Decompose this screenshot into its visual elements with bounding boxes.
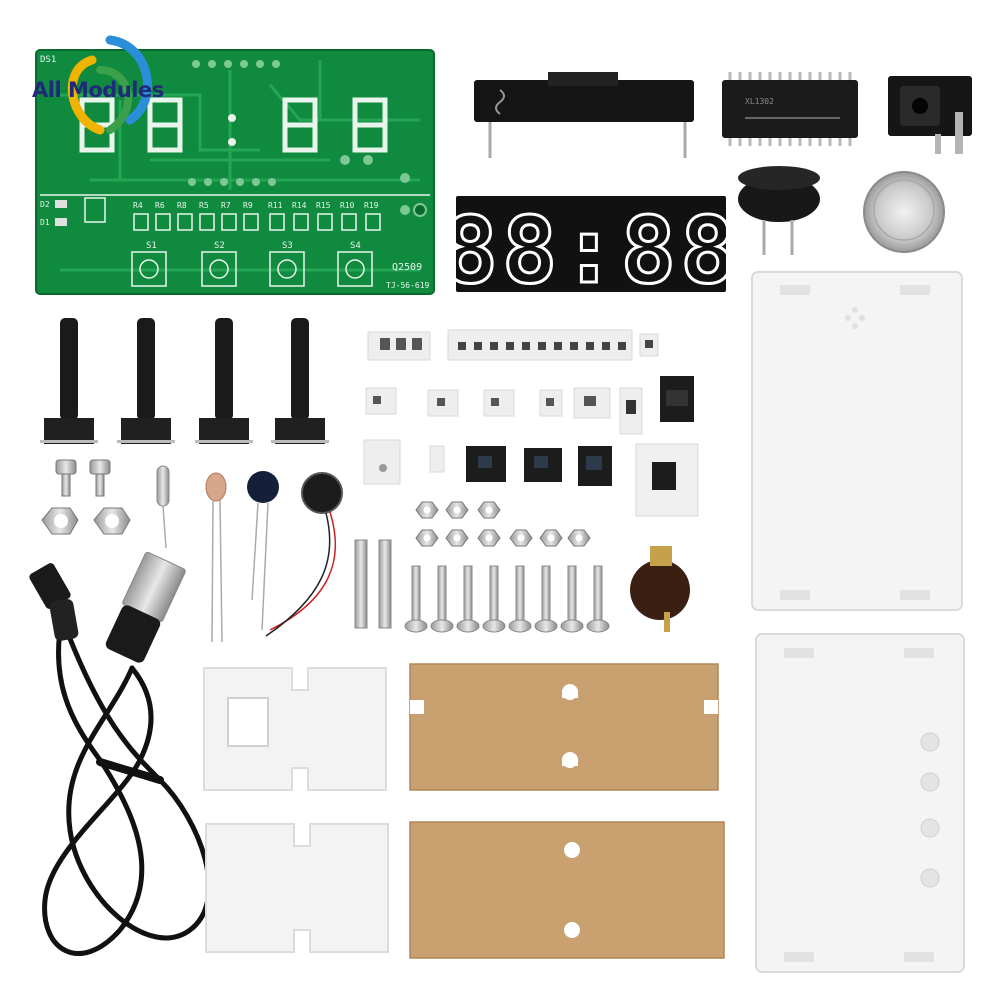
svg-text:R15: R15 <box>316 201 331 210</box>
pcb-diodes: D2 D1 <box>40 197 106 227</box>
pcb-board-code: TJ-56-619 <box>386 281 430 290</box>
dc-jack <box>888 76 972 154</box>
smd-components <box>363 329 699 517</box>
svg-text:S1: S1 <box>146 241 157 251</box>
svg-text:R5: R5 <box>199 201 209 210</box>
chip-marking: XL1302 <box>745 97 774 106</box>
usb-dc-cable <box>42 615 212 956</box>
brand-name: All Modules <box>32 78 164 102</box>
svg-text:R7: R7 <box>221 201 231 210</box>
pcb-designator: DS1 <box>40 55 56 65</box>
rtc-battery-holder <box>630 546 690 632</box>
svg-text:R14: R14 <box>292 201 307 210</box>
pcb-resistor-labels: R4 R6 R8 R5 R7 R9 R11 R14 R15 R10 R19 <box>133 201 379 210</box>
svg-text:S3: S3 <box>282 241 293 251</box>
brand-logo <box>67 35 152 135</box>
display-digits: 88:88 <box>443 197 740 304</box>
svg-text:R19: R19 <box>364 201 379 210</box>
battery-holder <box>474 72 694 158</box>
svg-text:R4: R4 <box>133 201 143 210</box>
pcb-switch-pads: S1 S2 S3 S4 <box>131 241 373 287</box>
cardboard-spacers <box>409 663 725 959</box>
svg-text:S4: S4 <box>350 241 361 251</box>
svg-text:S2: S2 <box>214 241 225 251</box>
svg-text:D1: D1 <box>40 218 50 227</box>
svg-text:R8: R8 <box>177 201 187 210</box>
acrylic-bottom-panel <box>755 633 965 973</box>
coin-cell-battery <box>863 171 945 253</box>
acrylic-side-pieces <box>203 667 389 953</box>
seven-segment-display: 88:88 <box>441 196 740 306</box>
tactile-buttons <box>40 318 329 444</box>
svg-text:R10: R10 <box>340 201 355 210</box>
pcb-resistor-pads <box>133 213 381 231</box>
svg-text:R6: R6 <box>155 201 165 210</box>
header-holes <box>188 60 410 215</box>
acrylic-top-panel <box>751 271 963 611</box>
usb-a-plug <box>105 551 186 663</box>
dc-barrel-plug <box>29 563 79 641</box>
pcb-transistor-label: Q2509 <box>392 262 422 273</box>
svg-text:R11: R11 <box>268 201 283 210</box>
svg-text:R9: R9 <box>243 201 253 210</box>
svg-text:D2: D2 <box>40 200 50 209</box>
discrete-components <box>156 465 690 643</box>
buzzer <box>738 166 820 255</box>
ic-chip: XL1302 <box>722 72 858 146</box>
screws-and-nuts <box>41 459 610 633</box>
